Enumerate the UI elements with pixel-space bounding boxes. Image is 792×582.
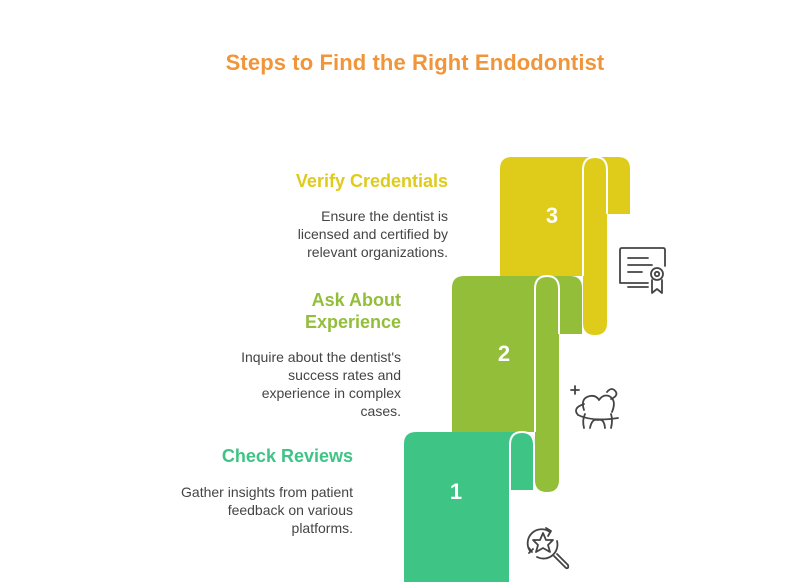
step-2-number: 2: [498, 341, 510, 366]
step-3-desc-line: Ensure the dentist is: [321, 208, 448, 224]
ribbon-step-3: 3: [500, 155, 630, 335]
step-1-desc-line: feedback on various: [227, 502, 353, 518]
step-1-description: Gather insights from patient feedback on…: [181, 483, 353, 537]
step-3-desc-line: licensed and certified by: [297, 226, 448, 242]
step-2-desc-line: success rates and: [288, 367, 401, 383]
step-2-title-line: Experience: [304, 312, 401, 332]
step-2-description: Inquire about the dentist's success rate…: [241, 348, 401, 420]
tooth-icon: [570, 385, 619, 429]
search-star-icon: [526, 527, 570, 570]
step-2-title-line: Ask About: [311, 290, 401, 310]
step-3-description: Ensure the dentist is licensed and certi…: [298, 207, 448, 261]
step-2-desc-line: Inquire about the dentist's: [241, 349, 401, 365]
ribbon-step-1: 1: [404, 430, 535, 582]
step-3-title: Verify Credentials: [295, 171, 448, 191]
certificate-icon: [619, 247, 666, 294]
step-2-title: Ask About Experience: [305, 289, 401, 333]
step-1-number: 1: [450, 479, 462, 504]
step-2-desc-line: experience in complex: [261, 385, 401, 401]
step-2-desc-line: cases.: [360, 403, 401, 419]
step-3-desc-line: relevant organizations.: [307, 244, 448, 260]
step-3-number: 3: [546, 203, 558, 228]
step-1-desc-line: Gather insights from patient: [181, 484, 353, 500]
step-1-desc-line: platforms.: [291, 520, 353, 536]
page-title: Steps to Find the Right Endodontist: [225, 50, 605, 75]
step-1-title: Check Reviews: [221, 446, 353, 466]
ribbon-step-2: 2: [452, 274, 582, 492]
